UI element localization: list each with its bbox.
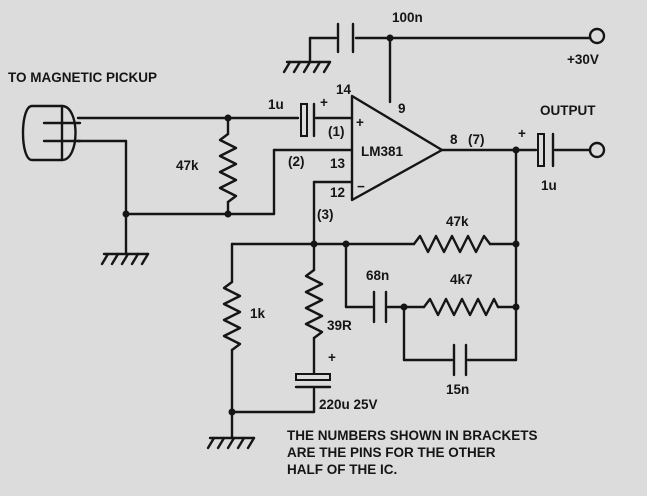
- junction-dot: [386, 34, 394, 42]
- label-r-4k7: 4k7: [450, 272, 473, 287]
- label-c-100n: 100n: [392, 10, 423, 25]
- junction-dot: [512, 240, 520, 248]
- label-c-1u-output: 1u: [541, 178, 557, 193]
- pin-8: 8: [450, 132, 458, 147]
- resistor-47k-input: [218, 132, 238, 204]
- capacitor-220u: [294, 373, 332, 389]
- capacitor-100n: [336, 22, 355, 54]
- label-c-220u: 220u 25V: [319, 397, 378, 412]
- resistor-4k7: [422, 297, 500, 317]
- ground-symbol-left: [100, 252, 150, 266]
- junction-dot: [224, 114, 232, 122]
- capacitor-68n: [372, 290, 388, 324]
- label-r-39r: 39R: [327, 318, 352, 333]
- resistor-1k: [222, 280, 242, 352]
- label-r-47k-feedback: 47k: [446, 214, 469, 229]
- label-c-68n: 68n: [366, 268, 389, 283]
- terminal-output: [588, 141, 606, 159]
- junction-dot: [512, 303, 520, 311]
- opamp-minus: −: [357, 179, 365, 194]
- capacitor-1u-input: [300, 102, 316, 138]
- shielded-cable-icon: [21, 104, 82, 162]
- junction-dot: [224, 210, 232, 218]
- label-output: OUTPUT: [540, 103, 596, 118]
- note: THE NUMBERS SHOWN IN BRACKETS ARE THE PI…: [287, 428, 538, 477]
- ground-symbol-bottom: [206, 436, 256, 450]
- supply-rail: [308, 36, 592, 104]
- label-c-15n: 15n: [446, 382, 469, 397]
- resistor-39r: [304, 268, 324, 340]
- ground-symbol-top: [282, 60, 332, 74]
- pin-3: (3): [317, 207, 334, 222]
- polarity-plus-output: +: [518, 126, 526, 141]
- pin-12: 12: [330, 185, 345, 200]
- note-line-3: HALF OF THE IC.: [287, 462, 397, 477]
- pin-9: 9: [398, 101, 406, 116]
- junction-dot: [122, 210, 130, 218]
- polarity-plus-220u: +: [328, 350, 336, 365]
- label-input: TO MAGNETIC PICKUP: [8, 70, 157, 85]
- terminal-supply: [588, 27, 606, 45]
- pin-2: (2): [288, 154, 305, 169]
- label-c-1u-input: 1u: [268, 97, 284, 112]
- note-line-1: THE NUMBERS SHOWN IN BRACKETS: [287, 428, 538, 443]
- pin-1: (1): [328, 124, 345, 139]
- ic-name: LM381: [361, 144, 404, 159]
- pin-13: 13: [330, 156, 346, 171]
- junction-dot: [228, 408, 236, 416]
- label-r-1k: 1k: [250, 306, 266, 321]
- polarity-plus-input: +: [320, 95, 328, 110]
- junction-dot: [512, 146, 520, 154]
- lm381-opamp-symbol: [350, 94, 444, 202]
- pin-7: (7): [468, 132, 485, 147]
- capacitor-15n: [452, 343, 468, 377]
- capacitor-1u-output: [537, 132, 555, 168]
- opamp-plus: +: [356, 115, 364, 130]
- label-supply-voltage: +30V: [567, 52, 599, 67]
- label-r-47k-input: 47k: [176, 158, 199, 173]
- note-line-2: ARE THE PINS FOR THE OTHER: [287, 445, 496, 460]
- resistor-47k-feedback: [412, 234, 492, 254]
- pin-14: 14: [336, 82, 352, 97]
